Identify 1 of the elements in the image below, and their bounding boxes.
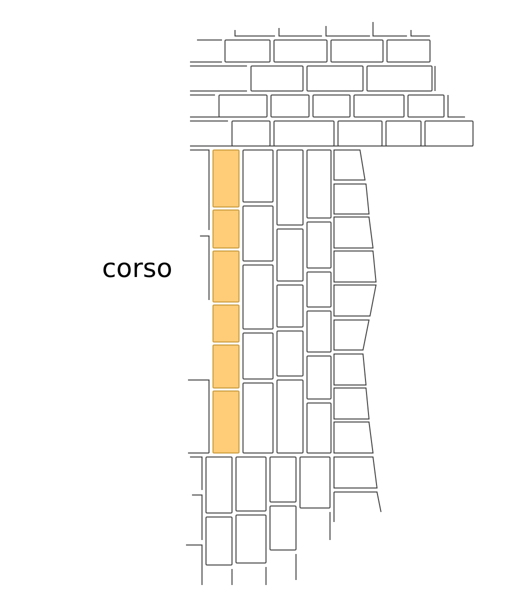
- course-label: corso: [102, 256, 172, 282]
